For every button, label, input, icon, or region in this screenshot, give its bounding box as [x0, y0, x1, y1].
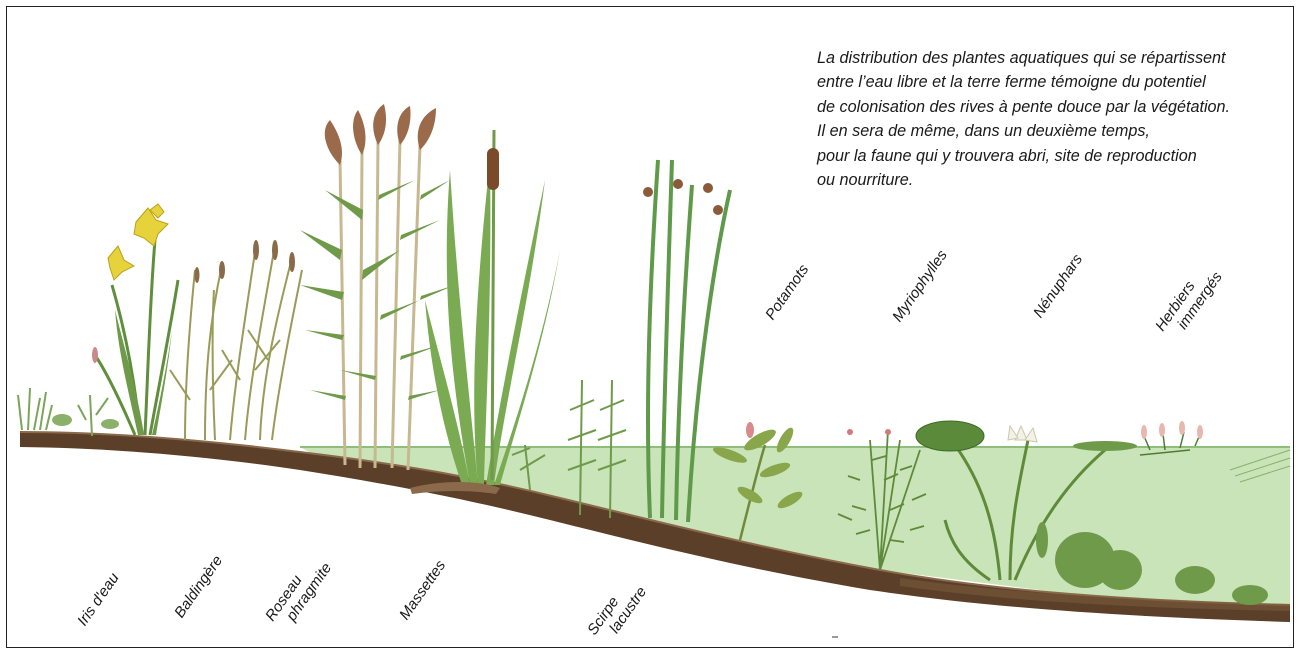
baldingere-head-icon [195, 240, 296, 283]
baldingere-plant [170, 245, 302, 440]
caption-line: pour la faune qui y trouvera abri, site … [817, 144, 1297, 168]
iris-flower-icon [108, 204, 168, 280]
phragmite-reed-plant [300, 104, 455, 470]
caption-line: de colonisation des rives à pente douce … [817, 95, 1297, 119]
massette-cattail-plant [410, 130, 560, 494]
caption-line: entre l’eau libre et la terre ferme témo… [817, 70, 1297, 94]
cattail-spike-icon [487, 148, 499, 190]
water-lily-flower-icon [1008, 426, 1037, 442]
caption-line: La distribution des plantes aquatiques q… [817, 46, 1297, 70]
caption-text: La distribution des plantes aquatiques q… [817, 46, 1297, 192]
caption-line: ou nourriture. [817, 168, 1297, 192]
bank-grass [18, 388, 119, 430]
water-lily-pad-icon [916, 421, 984, 451]
caption-line: Il en sera de même, dans un deuxième tem… [817, 119, 1297, 143]
iris-plant [78, 204, 178, 436]
